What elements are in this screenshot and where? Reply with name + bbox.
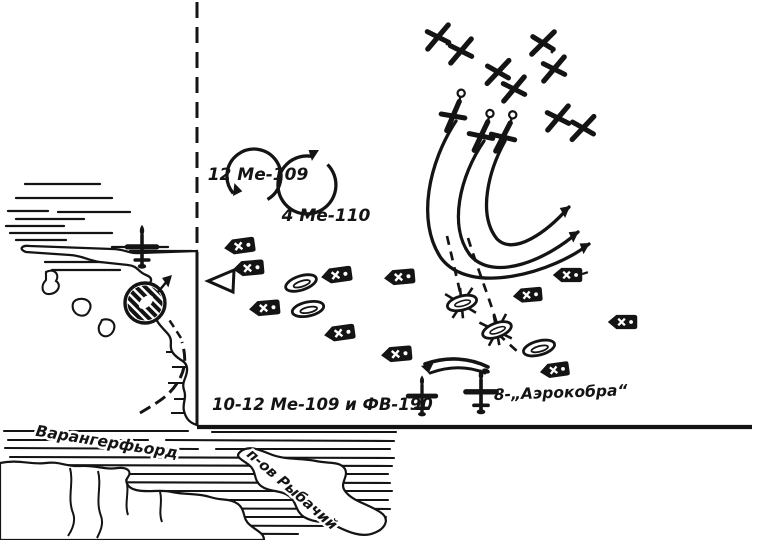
cover-arc-end-dot (482, 368, 490, 374)
bombed-ship-icon (442, 283, 482, 323)
escort-ship-icon (606, 313, 639, 331)
transport-ship-icon (282, 269, 320, 297)
label-patrol-4-me110: 4 Ме-110 (281, 206, 371, 226)
peninsula-rybachy (236, 447, 387, 536)
bombed-ship-icon (476, 309, 518, 351)
transport-ship-icon (520, 335, 558, 361)
escort-ship-icon (382, 267, 417, 288)
enemy-fighter-icon (483, 60, 512, 83)
dive-curve (456, 139, 580, 270)
label-defenders: 8-„Аэрокобра“ (494, 381, 629, 404)
friendly-fighter-icon (466, 369, 496, 414)
enemy-dive-fighter-group (432, 88, 527, 151)
dive-curve (484, 139, 571, 247)
attack-dashed-line (445, 235, 463, 297)
enemy-fighter-icon (499, 77, 529, 101)
inlet-line (67, 467, 163, 539)
enemy-patrol-orbit-right (276, 154, 338, 216)
coastline-south (0, 460, 266, 540)
transport-ship-icon (289, 297, 327, 321)
enemy-fighter-icon (568, 116, 597, 139)
escort-ship-icon (551, 266, 584, 284)
convoy-lead-marker (204, 267, 236, 295)
airfield-circle-icon (123, 281, 167, 325)
escort-ship-icon (247, 298, 282, 319)
dive-curve (426, 119, 591, 280)
escort-ship-icon (379, 344, 414, 365)
escort-ship-icon (321, 322, 358, 344)
fighter-cover-arc (423, 357, 490, 375)
patrol-orbit-right-arrow (305, 145, 322, 161)
convoy-group (221, 235, 639, 381)
label-attackers: 10-12 Ме-109 и ФВ-190 (212, 395, 433, 414)
dive-curve-group (426, 119, 591, 280)
scan-speck (445, 42, 589, 276)
island (41, 269, 116, 338)
escort-ship-icon (318, 264, 355, 286)
battle-scheme-frame (195, 2, 752, 430)
label-patrol-12-me109: 12 Ме-109 (208, 165, 309, 185)
escort-ship-icon (537, 359, 572, 381)
escort-ship-icon (511, 285, 544, 305)
escort-ship-icon (221, 235, 258, 257)
escort-ship-icon (231, 258, 266, 279)
enemy-fighter-icon (539, 57, 569, 81)
enemy-fighter-icon (529, 32, 558, 54)
enemy-fighter-icon (543, 106, 573, 130)
